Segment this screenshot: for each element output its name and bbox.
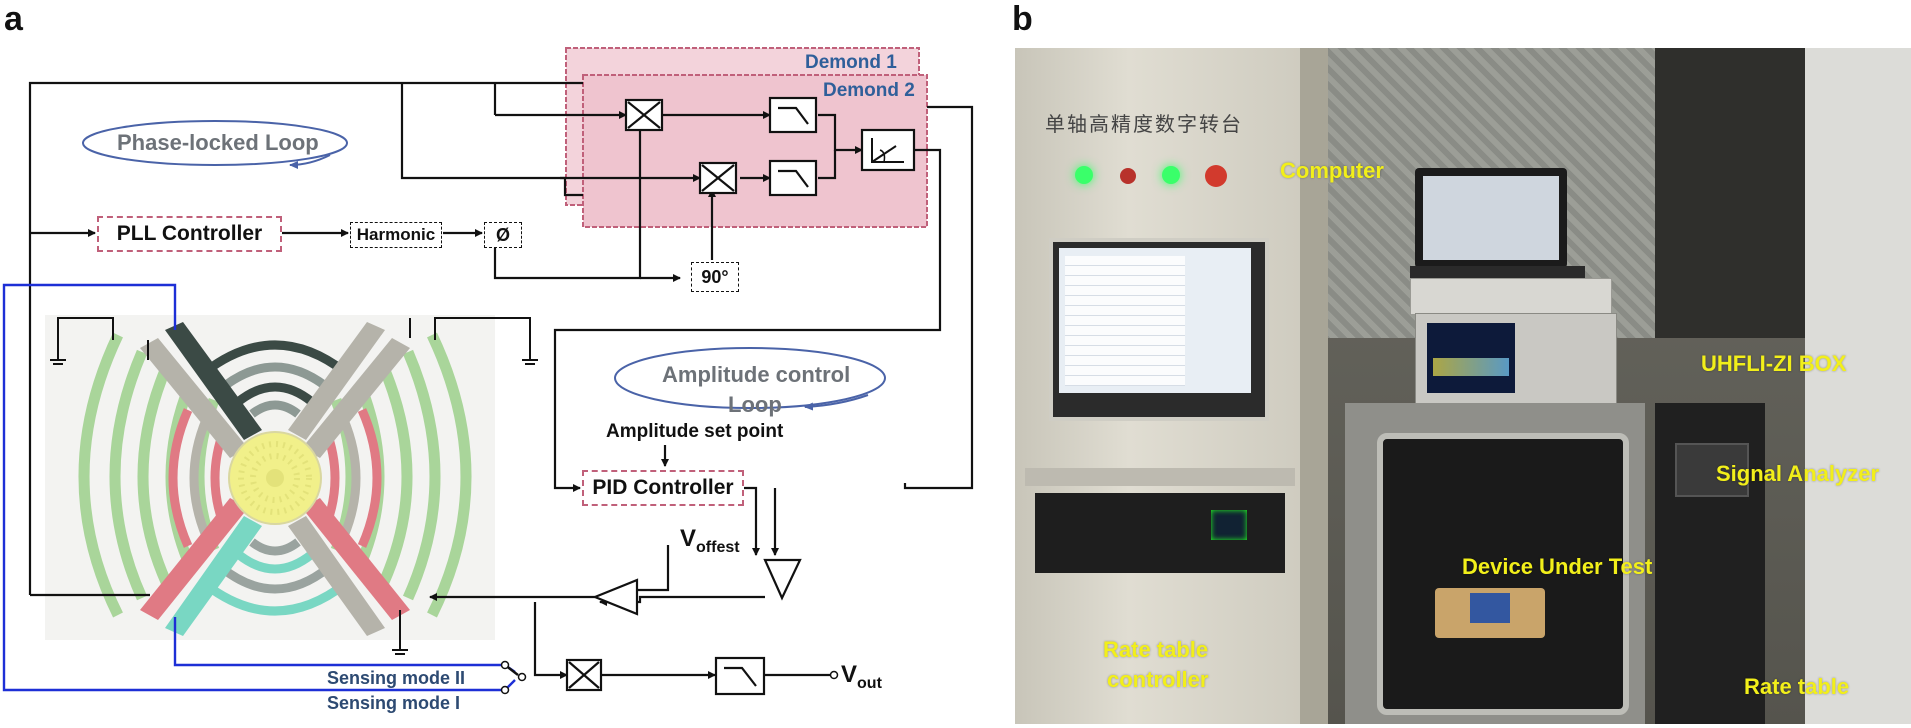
mems-gyroscope-device	[45, 315, 538, 655]
rack-computer	[1035, 493, 1285, 573]
proof-mass	[228, 431, 322, 525]
photo-label-rate-table: Rate table	[1744, 674, 1850, 699]
amp-loop-label-line1: Amplitude control	[662, 362, 851, 387]
amp-loop-ellipse	[614, 347, 886, 409]
top-drive-arcs	[202, 340, 348, 418]
ground-contacts	[50, 317, 538, 655]
green-light-2	[1162, 166, 1180, 184]
v-out-main: V	[841, 661, 858, 688]
rack-rail	[1025, 468, 1295, 486]
uhfli-box	[1410, 278, 1612, 315]
amp-loop-label-line2: Loop	[728, 392, 782, 417]
bottom-sense-arcs	[202, 538, 348, 616]
cabinet-side	[1300, 48, 1328, 724]
red-light	[1120, 168, 1136, 184]
switch-contact-ii	[500, 660, 510, 670]
v-out-label: Vout	[841, 661, 882, 693]
amp-loop-arrow	[804, 394, 869, 411]
harmonic-box: Harmonic	[350, 222, 442, 248]
photo-label-uhfli: UHFLI-ZI BOX	[1701, 351, 1847, 376]
pid-controller-box: PID Controller	[582, 470, 744, 506]
adder-triangle	[592, 578, 639, 616]
amplifier-triangle	[763, 558, 802, 601]
mixer-2	[698, 161, 738, 195]
ninety-degree-box: 90°	[691, 262, 739, 292]
photo-wall-right	[1805, 48, 1911, 724]
green-light-1	[1075, 166, 1093, 184]
amplitude-setpoint-label: Amplitude set point	[606, 421, 784, 442]
pll-controller-box: PLL Controller	[97, 216, 282, 252]
sensing-mode-i-label: Sensing mode I	[327, 693, 461, 713]
v-out-sub: out	[857, 675, 882, 692]
pll-loop-ellipse	[82, 120, 348, 166]
rate-table-display	[1675, 443, 1749, 497]
polar-converter-block	[860, 128, 916, 172]
vout-terminal	[829, 670, 839, 680]
panel-label-a: a	[4, 0, 23, 38]
photo-label-rate-table-controller-1: Rate table	[1103, 637, 1209, 662]
phase-shift-box: Ø	[484, 222, 522, 248]
pll-loop-label: Phase-locked Loop	[117, 130, 319, 155]
mixer-1	[624, 98, 664, 132]
lowpass-filter-2	[768, 159, 818, 197]
laptop-screen	[1423, 176, 1559, 260]
diagonal-arms	[140, 322, 410, 636]
pll-loop-arrow	[289, 154, 331, 169]
demod-1-label: Demond 1	[805, 52, 897, 73]
test-chamber-door	[1377, 433, 1629, 715]
v-offset-main: V	[680, 525, 697, 552]
photo-label-rate-table-controller-2: controller	[1107, 667, 1209, 692]
lab-setup-photo: 单轴高精度数字转台	[1015, 48, 1911, 724]
photo-label-dut: Device Under Test	[1462, 554, 1653, 579]
lowpass-filter-out	[714, 656, 766, 696]
photo-label-computer: Computer	[1280, 158, 1384, 183]
signal-wires	[28, 81, 974, 679]
spectrum-trace	[1433, 358, 1509, 376]
panel-label-b: b	[1012, 0, 1033, 38]
demod-2-label: Demond 2	[823, 80, 915, 101]
mixer-output	[565, 658, 603, 692]
emergency-stop	[1205, 165, 1227, 187]
dut-board	[1470, 593, 1510, 623]
cabinet-sign: 单轴高精度数字转台	[1045, 112, 1243, 136]
sensing-mode-ii-label: Sensing mode II	[327, 668, 466, 688]
laptop-base	[1410, 266, 1585, 278]
switch-contact-i	[500, 685, 510, 695]
switch-pivot	[517, 672, 527, 682]
photo-label-signal-analyzer: Signal Analyzer	[1716, 461, 1880, 486]
monitor-plot	[1065, 256, 1185, 386]
rack-status-leds	[1211, 510, 1247, 540]
v-offset-sub: offest	[696, 539, 740, 556]
v-offset-label: Voffest	[680, 525, 740, 557]
lowpass-filter-1	[768, 96, 818, 134]
